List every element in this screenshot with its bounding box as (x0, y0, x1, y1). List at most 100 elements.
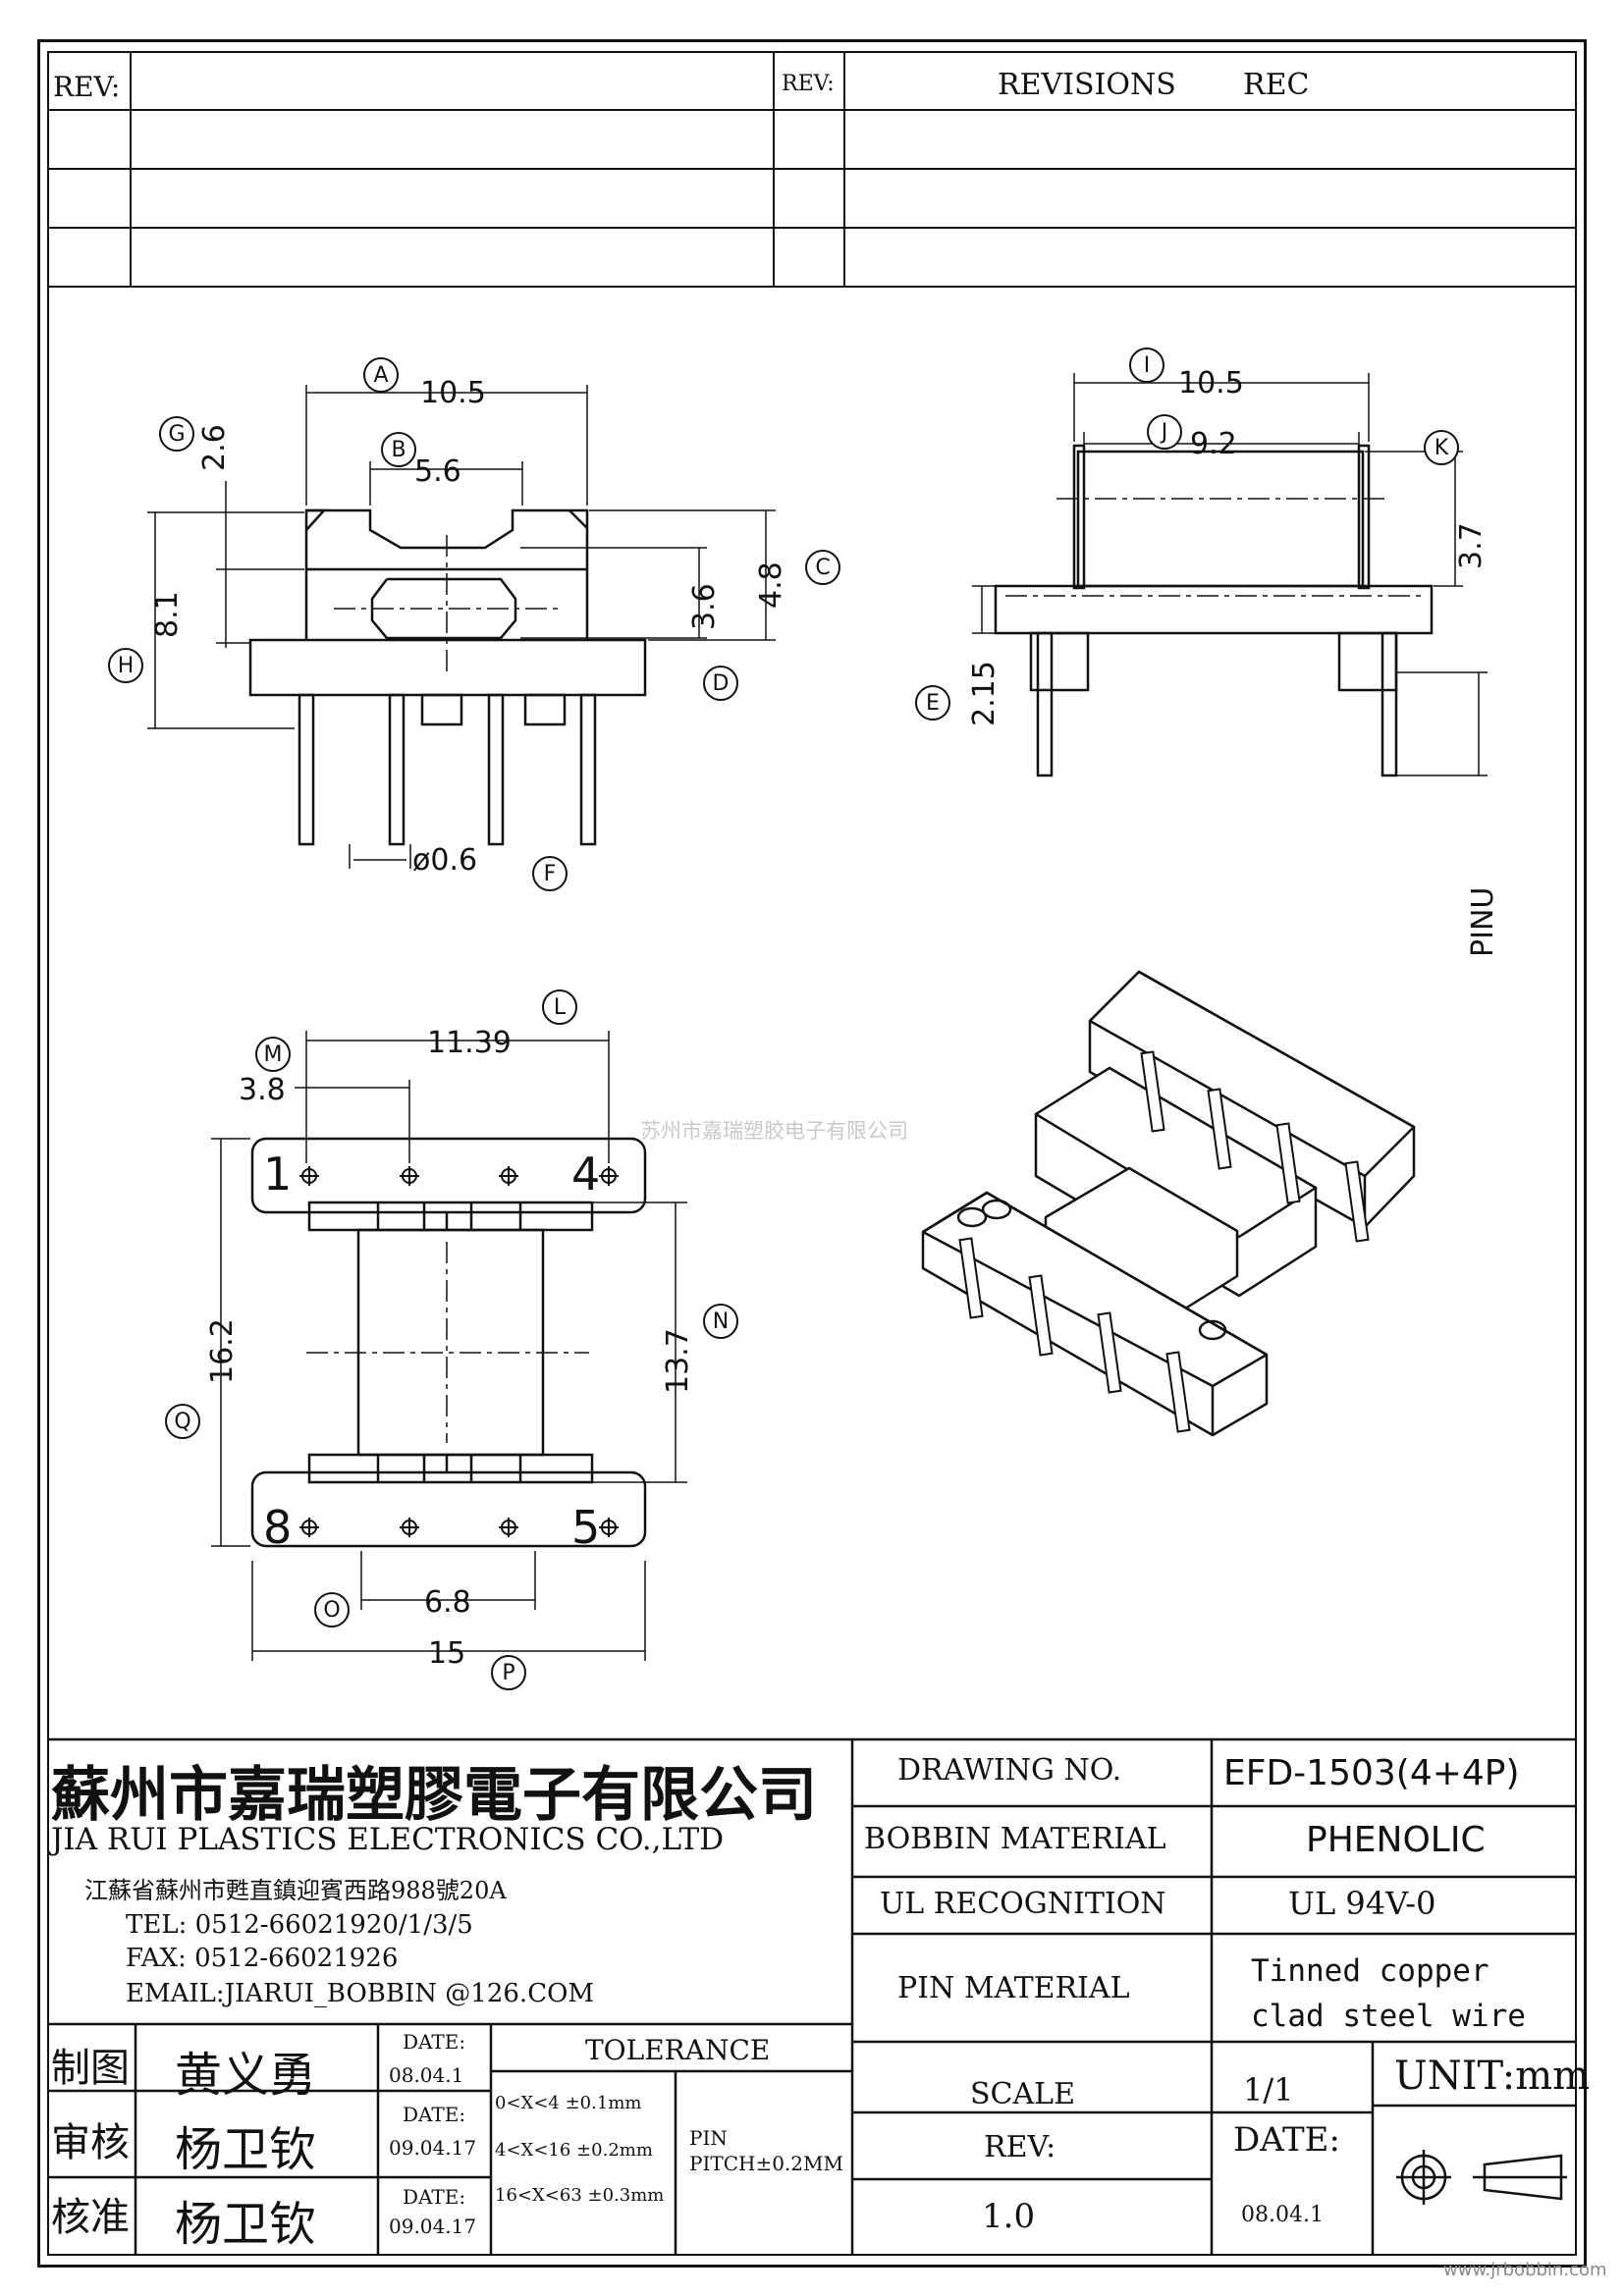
pin-material-label: PIN MATERIAL (897, 1971, 1130, 2005)
top-centerlines (306, 1242, 589, 1443)
revision-table (47, 51, 1577, 288)
callout-i: I (1129, 347, 1164, 383)
callout-g: G (159, 416, 194, 452)
date-label-approved: DATE: (403, 2185, 466, 2209)
isometric-view (921, 970, 1416, 1437)
callout-j: J (1147, 414, 1182, 450)
company-email: EMAIL:JIARUI_BOBBIN @126.COM (126, 1979, 595, 2008)
scale-label: SCALE (970, 2077, 1075, 2111)
callout-d: D (703, 666, 738, 701)
date-value: 08.04.1 (1241, 2203, 1324, 2227)
pin-number-5: 5 (571, 1501, 600, 1554)
pin-number-8: 8 (263, 1501, 292, 1554)
rec-label: REC (1243, 68, 1309, 102)
callout-f: F (532, 856, 568, 891)
dim-f: ø0.6 (412, 843, 477, 878)
company-name-cn: 蘇州市嘉瑞塑膠電子有限公司 (51, 1761, 817, 1830)
callout-p: P (491, 1655, 526, 1690)
dim-a: 10.5 (420, 376, 486, 410)
top-dim-lines (211, 1031, 687, 1661)
unit-label: UNIT:mm (1394, 2054, 1591, 2099)
top-view-pins (299, 1166, 619, 1537)
ul-recognition-label: UL RECOGNITION (880, 1887, 1166, 1921)
date-approved: 09.04.17 (389, 2215, 477, 2238)
name-drawn: 黄义勇 (175, 2048, 317, 2103)
footer-url: www.jrbobbin.com (1443, 2260, 1607, 2280)
name-approved: 杨卫钦 (175, 2197, 317, 2252)
tolerance-row-3: 16<X<63 ±0.3mm (495, 2185, 665, 2206)
dim-l: 11.39 (427, 1026, 512, 1060)
callout-b: B (381, 432, 416, 467)
watermark-text: 苏州市嘉瑞塑胶电子有限公司 (640, 1119, 908, 1143)
scale-value: 1/1 (1243, 2071, 1294, 2109)
callout-l: L (542, 989, 577, 1025)
dim-c: 4.8 (754, 561, 788, 609)
company-fax: FAX: 0512-66021926 (126, 1944, 399, 1973)
name-reviewed: 杨卫钦 (175, 2122, 317, 2177)
side-centerlines (1005, 498, 1426, 597)
company-tel: TEL: 0512-66021920/1/3/5 (126, 1910, 473, 1940)
pin-material-value-2: clad steel wire (1251, 1999, 1526, 2034)
date-drawn: 08.04.1 (389, 2063, 464, 2087)
dim-g: 2.6 (197, 424, 232, 471)
dim-e: 2.15 (967, 661, 1001, 726)
role-approved: 核准 (51, 2195, 130, 2240)
dim-3-6: 3.6 (687, 583, 722, 630)
callout-m: M (255, 1037, 291, 1072)
bobbin-material-label: BOBBIN MATERIAL (864, 1822, 1166, 1856)
pin-number-1: 1 (263, 1148, 292, 1201)
pin-pitch-label: PIN (689, 2126, 728, 2150)
callout-o: O (314, 1592, 350, 1628)
dim-o: 6.8 (424, 1585, 471, 1620)
callout-e: E (915, 685, 950, 721)
dim-p: 15 (428, 1636, 465, 1671)
date-label-drawn: DATE: (403, 2030, 466, 2054)
dim-h: 8.1 (150, 591, 185, 638)
ul-recognition-value: UL 94V-0 (1288, 1885, 1436, 1922)
pinu-label: PINU (1466, 887, 1500, 957)
callout-c: C (805, 550, 840, 585)
pin-material-value-1: Tinned copper (1251, 1953, 1489, 1989)
company-address: 江蘇省蘇州市甦直鎮迎賓西路988號20A (84, 1877, 507, 1904)
front-view (248, 508, 647, 846)
role-drawn: 制图 (51, 2046, 130, 2091)
callout-n: N (703, 1304, 738, 1339)
drawing-border (37, 39, 1587, 2268)
title-block-grid (47, 1737, 1577, 2256)
dim-q: 16.2 (205, 1318, 240, 1384)
date-label: DATE: (1233, 2120, 1340, 2160)
bobbin-material-value: PHENOLIC (1306, 1820, 1486, 1860)
projection-symbol-icon (1396, 2150, 1567, 2205)
rev-label-left: REV: (53, 71, 120, 103)
role-reviewed: 审核 (51, 2120, 130, 2165)
company-name-en: JIA RUI PLASTICS ELECTRONICS CO.,LTD (51, 1822, 725, 1857)
rev-value: 1.0 (982, 2197, 1036, 2236)
dim-m: 3.8 (239, 1073, 286, 1107)
dim-k: 3.7 (1454, 522, 1489, 569)
front-dim-lines (147, 385, 776, 869)
drawing-no-label: DRAWING NO. (897, 1753, 1122, 1788)
drawing-no-value: EFD-1503(4+4P) (1223, 1753, 1520, 1793)
callout-k: K (1424, 430, 1459, 465)
isometric-pins (958, 1050, 1370, 1433)
tolerance-row-2: 4<X<16 ±0.2mm (495, 2140, 653, 2161)
callout-a: A (363, 357, 399, 393)
date-label-reviewed: DATE: (403, 2103, 466, 2126)
tolerance-row-1: 0<X<4 ±0.1mm (495, 2093, 642, 2113)
pin-pitch-value: PITCH±0.2MM (689, 2152, 843, 2175)
pin-number-4: 4 (571, 1148, 600, 1201)
rev-label-right: REV: (782, 72, 835, 96)
dim-b: 5.6 (414, 454, 461, 489)
dim-n: 13.7 (661, 1328, 695, 1394)
side-view (994, 444, 1434, 777)
rev-label: REV: (984, 2130, 1056, 2164)
top-view (250, 1137, 647, 1548)
front-centerlines (334, 535, 560, 677)
callout-q: Q (165, 1404, 200, 1439)
drawing-inner-border (47, 51, 1577, 2256)
dim-i: 10.5 (1178, 366, 1244, 400)
revisions-label: REVISIONS (998, 68, 1176, 102)
date-reviewed: 09.04.17 (389, 2136, 477, 2160)
dim-j: 9.2 (1190, 427, 1237, 461)
